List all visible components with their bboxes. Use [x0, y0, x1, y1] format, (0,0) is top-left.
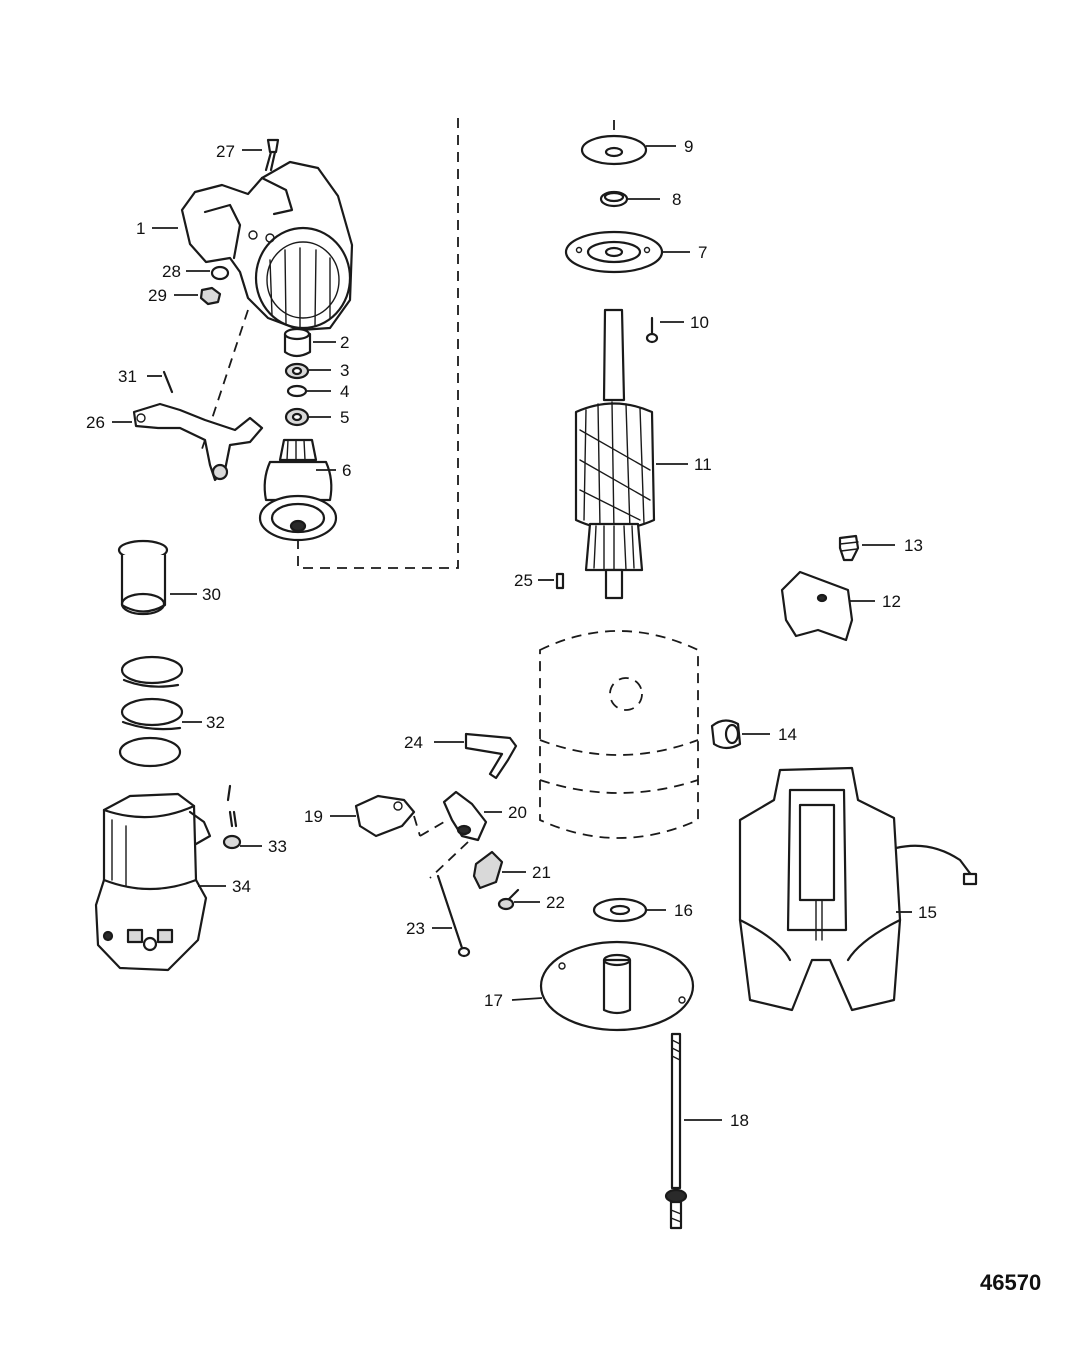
figure-id: 46570	[980, 1270, 1041, 1295]
callout-3: 3	[340, 361, 349, 380]
callout-4: 4	[340, 382, 349, 401]
callout-10: 10	[690, 313, 709, 332]
through-bolt-18	[664, 1032, 688, 1230]
screw-10	[645, 316, 659, 344]
washer-16	[592, 897, 648, 923]
callout-27: 27	[216, 142, 235, 161]
callout-1: 1	[136, 219, 145, 238]
callout-13: 13	[904, 536, 923, 555]
spring-32	[118, 655, 184, 768]
callout-6: 6	[342, 461, 351, 480]
callout-24: 24	[404, 733, 423, 752]
bushing-2	[283, 327, 312, 358]
callout-12: 12	[882, 592, 901, 611]
callout-26: 26	[86, 413, 105, 432]
screw-33	[222, 784, 242, 850]
grommet-14	[710, 719, 742, 750]
callout-28: 28	[162, 262, 181, 281]
commutator-end-cap-7	[564, 230, 664, 274]
end-frame-17	[539, 940, 695, 1032]
washer-28	[210, 265, 230, 281]
callout-19: 19	[304, 807, 323, 826]
collar-3	[284, 362, 310, 380]
assembly-line-drive-housing	[297, 118, 459, 569]
callout-22: 22	[546, 893, 565, 912]
callout-18: 18	[730, 1111, 749, 1130]
sleeve-30	[117, 539, 169, 616]
key-25	[555, 572, 565, 590]
armature	[574, 308, 656, 600]
callout-21: 21	[532, 863, 551, 882]
callout-17: 17	[484, 991, 503, 1010]
thrust-collar-5	[284, 407, 310, 427]
callout-31: 31	[118, 367, 137, 386]
callout-14: 14	[778, 725, 797, 744]
drive-end-housing	[180, 160, 354, 332]
washer-9	[580, 134, 648, 166]
shift-lever	[132, 402, 264, 482]
nut-29	[199, 286, 222, 306]
drive-pinion	[258, 438, 338, 542]
callout-labels: 27 1 28 29 31 26 2 3 4 5 6 30 32 33 34 9…	[86, 137, 937, 1130]
callout-5: 5	[340, 408, 349, 427]
screw-13	[838, 534, 860, 562]
pin-23	[436, 874, 471, 958]
housing-bolt	[264, 138, 280, 172]
pin-31	[162, 370, 174, 394]
callout-11: 11	[694, 455, 712, 474]
callout-2: 2	[340, 333, 349, 352]
callout-29: 29	[148, 286, 167, 305]
callout-15: 15	[918, 903, 937, 922]
callout-33: 33	[268, 837, 287, 856]
callout-23: 23	[406, 919, 425, 938]
solenoid	[94, 792, 212, 972]
callout-8: 8	[672, 190, 681, 209]
callout-32: 32	[206, 713, 225, 732]
brush-plate-20	[419, 790, 488, 879]
callout-7: 7	[698, 243, 707, 262]
field-frame-outline	[539, 630, 699, 839]
callout-25: 25	[514, 571, 533, 590]
bushing-8	[599, 190, 629, 208]
callout-34: 34	[232, 877, 251, 896]
callout-16: 16	[674, 901, 693, 920]
callout-9: 9	[684, 137, 693, 156]
leader-lines	[112, 145, 912, 1121]
callout-20: 20	[508, 803, 527, 822]
brush-holder-12	[780, 570, 854, 642]
brush-spring-24	[464, 732, 518, 780]
callout-30: 30	[202, 585, 221, 604]
field-coil-15	[738, 766, 978, 1012]
terminal-block-19	[354, 794, 421, 838]
screw-22	[497, 888, 520, 911]
insulator-21	[472, 850, 504, 890]
retaining-ring-4	[286, 384, 308, 398]
